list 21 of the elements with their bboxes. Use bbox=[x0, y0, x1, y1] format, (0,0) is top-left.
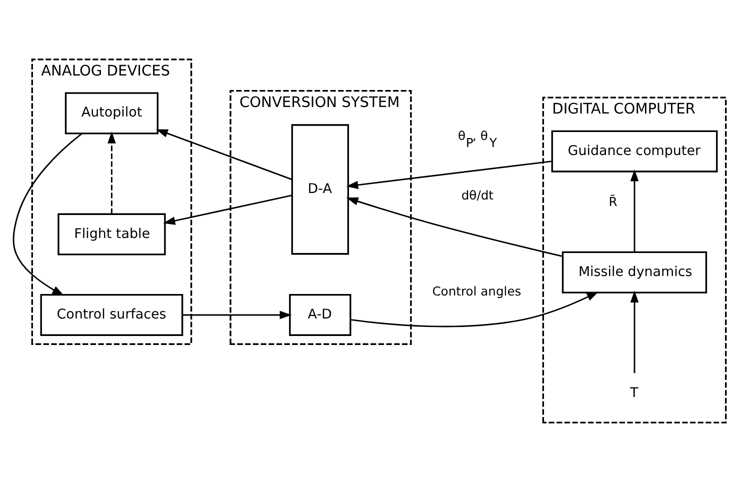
arrow bbox=[108, 131, 116, 214]
node-box: Missile dynamics bbox=[562, 250, 708, 293]
node-box: D-A bbox=[291, 124, 349, 254]
arrow bbox=[630, 168, 639, 252]
edge-label: R̄ bbox=[608, 194, 618, 209]
arrow bbox=[182, 310, 292, 319]
arrow bbox=[346, 196, 563, 257]
arrow bbox=[346, 160, 552, 189]
node-text: T bbox=[630, 385, 638, 400]
edge-label: Control angles bbox=[432, 284, 522, 298]
arrow bbox=[156, 128, 292, 180]
arrow bbox=[163, 194, 292, 224]
node-box: Flight table bbox=[58, 212, 166, 255]
node-box: Guidance computer bbox=[551, 130, 718, 172]
node-box: A-D bbox=[289, 293, 352, 336]
edge-label: dθ/dt bbox=[461, 188, 494, 202]
arrow bbox=[12, 132, 82, 296]
node-box: Control surfaces bbox=[40, 293, 184, 336]
node-box: Autopilot bbox=[64, 92, 158, 134]
arrow bbox=[350, 291, 599, 327]
arrow bbox=[630, 290, 639, 373]
